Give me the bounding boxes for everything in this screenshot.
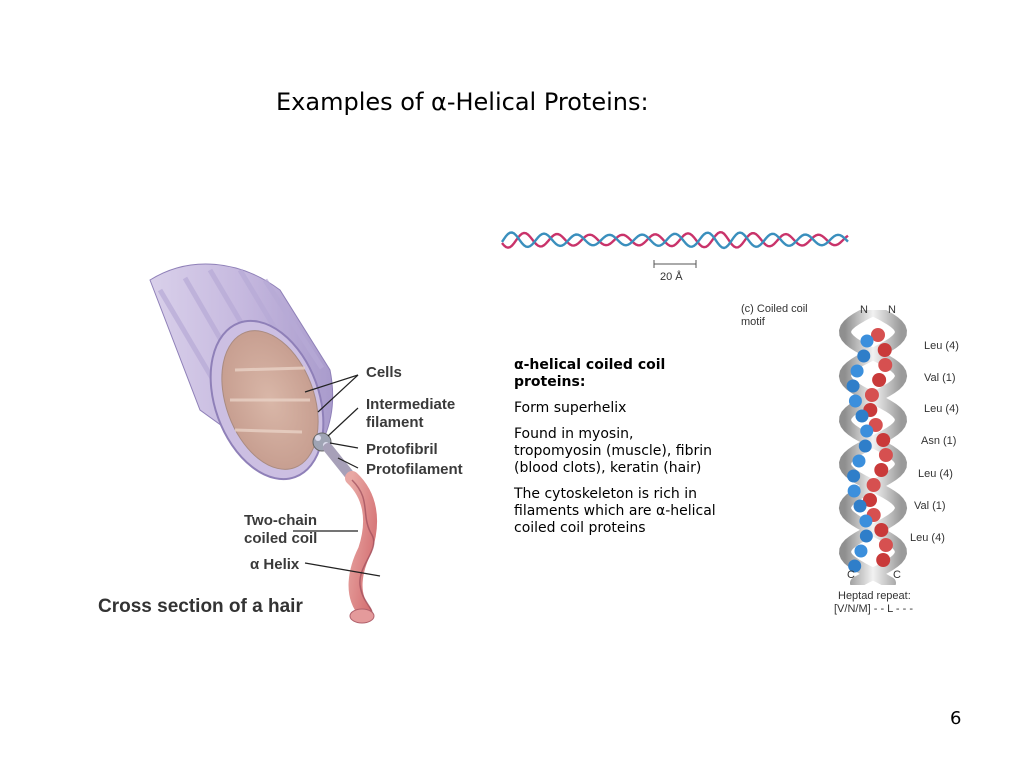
label-intermediate-filament: Intermediate filament [366,396,456,431]
residue-atom-red [872,373,887,387]
c-terminus-left: C [847,569,855,581]
residue-atom-blue [850,364,864,378]
residue-atom-red [876,433,891,447]
description-heading: α-helical coiled coil proteins: [514,357,666,390]
description-paragraph-2: Found in myosin, tropomyosin (muscle), f… [514,426,713,476]
n-terminus-right: N [888,304,896,316]
label-protofilament: Protofilament [366,461,463,478]
label-protofibril: Protofibril [366,441,438,458]
residue-label-7: Leu (4) [910,532,945,544]
residue-atom-red [878,538,893,552]
residue-atom-red [878,448,893,462]
residue-atom-blue [852,454,866,468]
page-number: 6 [950,708,962,729]
residue-atom-red [864,388,879,402]
residue-label-1: Leu (4) [924,340,959,352]
residue-atom-red [878,358,893,372]
residue-atom-blue [854,544,868,558]
residue-label-2: Val (1) [924,372,956,384]
residue-atom-red [874,523,889,537]
label-alpha-helix: α Helix [250,556,300,573]
residue-atom-blue [848,394,862,408]
residue-atom-blue [860,334,874,348]
residue-atom-blue [853,499,867,513]
label-cells: Cells [366,364,402,381]
residue-atom-red [876,553,891,567]
description-paragraph-3: The cytoskeleton is rich in filaments wh… [514,486,716,536]
heptad-title: Heptad repeat: [838,590,911,602]
residue-atom-red [871,328,885,342]
hair-cross-section-illustration [149,263,381,624]
slide-title: Examples of α-Helical Proteins: [276,88,649,116]
n-terminus-left: N [860,304,868,316]
residue-atom-blue [857,349,871,363]
residue-atom-blue [847,469,861,483]
description-paragraph-1: Form superhelix [514,400,627,416]
residue-atom-blue [860,424,874,438]
residue-atom-red [877,343,892,357]
figure-caption: Cross section of a hair [98,596,303,617]
label-two-chain-coiled-coil: Two-chain coiled coil [244,512,318,547]
scale-bar-label: 20 Å [660,271,683,283]
residue-atom-blue [859,529,873,543]
residue-atom-blue [858,439,872,453]
residue-atom-red [866,478,881,492]
residue-label-4: Asn (1) [921,435,957,447]
residue-atom-blue [859,514,873,528]
residue-atom-blue [846,379,860,393]
coiled-coil-motif-panel: (c) Coiled coil motif N N C C Leu (4) Va… [738,300,978,620]
coiled-coil-ribbon-illustration [501,230,849,250]
heptad-pattern: [V/N/M] - - L - - - [834,603,914,615]
residue-label-3: Leu (4) [924,403,959,415]
residue-atom-blue [855,409,869,423]
coiled-coil-motif-illustration [838,310,908,585]
residue-atom-blue [847,484,861,498]
scale-bar [653,260,697,268]
motif-panel-label: (c) Coiled coil motif [741,303,808,328]
c-terminus-right: C [893,569,901,581]
residue-label-6: Val (1) [914,500,946,512]
residue-atom-blue [848,559,862,573]
residue-atom-red [863,493,878,507]
residue-atom-red [874,463,889,477]
residue-label-5: Leu (4) [918,468,953,480]
description-text-block: α-helical coiled coil proteins: Form sup… [514,357,719,546]
